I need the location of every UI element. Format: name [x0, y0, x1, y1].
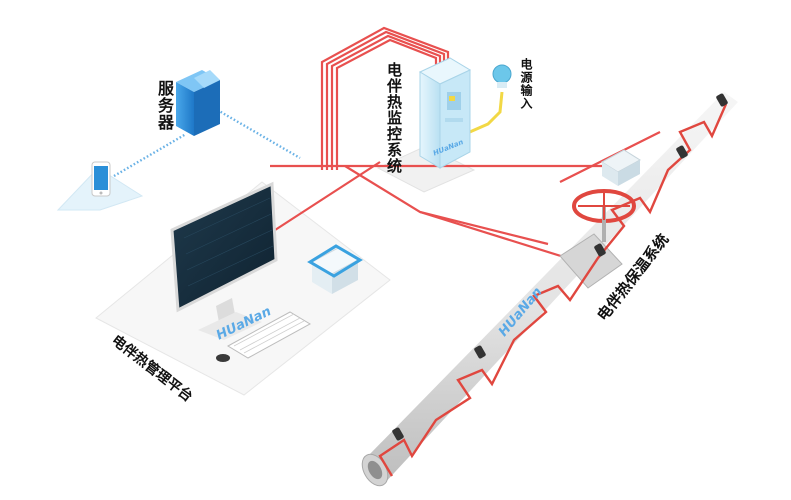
pipe-heat-trace — [378, 103, 728, 477]
computer — [170, 181, 312, 362]
power-source — [492, 64, 512, 88]
phone — [91, 161, 111, 197]
power-input-label: 电源输入 — [519, 58, 533, 110]
gateway-box — [307, 244, 363, 294]
heat-cables — [270, 26, 661, 264]
server-label: 服务器 — [155, 80, 174, 131]
monitor-system-label: 电伴热监控系统 — [385, 62, 403, 174]
monitor-cabinet — [418, 57, 472, 169]
server — [176, 70, 220, 136]
power-wire — [455, 91, 504, 140]
cable-clips — [392, 93, 728, 441]
signal-lines — [113, 106, 301, 178]
monitor-floor — [376, 145, 476, 193]
